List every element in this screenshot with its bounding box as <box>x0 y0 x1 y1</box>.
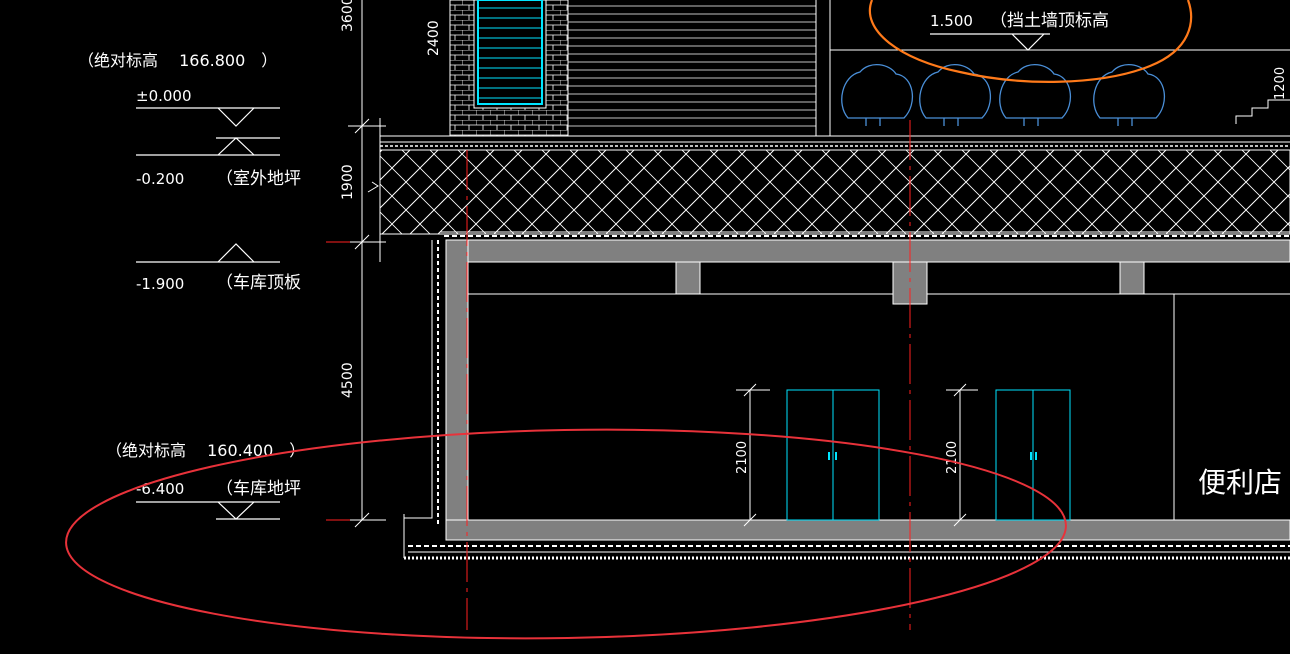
outdoor-level-symbol <box>136 137 280 156</box>
floor-level-value: -6.400 <box>136 480 184 498</box>
zero-level-value: ±0.000 <box>136 87 192 105</box>
upper-building <box>449 0 1290 137</box>
floor-level-symbol <box>136 501 280 520</box>
markup-ellipse-orange <box>868 0 1193 83</box>
retaining-level-value: 1.500 <box>930 12 973 30</box>
dimension-1900: 1900 <box>340 164 356 200</box>
dimension-door-2100-a: 2100 <box>735 441 750 474</box>
dimension-door-2100-b: 2100 <box>945 441 960 474</box>
roof-level-label: （车库顶板 <box>216 273 301 293</box>
absolute-elevation-top: （绝对标高 166.800 ） <box>78 51 277 70</box>
dimension-1200: 1200 <box>1273 67 1288 100</box>
retaining-level-label: （挡土墙顶标高 <box>990 11 1109 31</box>
door-1 <box>786 389 880 521</box>
garage-structure <box>403 231 1290 560</box>
door-2 <box>995 389 1071 521</box>
outdoor-level-value: -0.200 <box>136 170 184 188</box>
steps <box>1235 99 1290 124</box>
markup-ellipse-red <box>65 428 1067 640</box>
axis-lines <box>466 120 911 630</box>
floor-level-label: （车库地坪 <box>216 479 301 499</box>
elevation-annotations-left: （绝对标高 166.800 ） ±0.000 -0.200 （室外地坪 -1.9… <box>78 51 305 520</box>
roof-level-symbol <box>136 243 280 263</box>
window-glazing <box>473 0 547 109</box>
shrub-row <box>841 64 1166 126</box>
soil-hatch <box>379 149 1290 235</box>
roof-level-value: -1.900 <box>136 275 184 293</box>
room-label-convenience-store: 便利店 <box>1198 466 1282 499</box>
dimension-2400: 2400 <box>426 20 442 56</box>
retaining-wall-level: 1.500 （挡土墙顶标高 <box>930 11 1109 51</box>
absolute-elevation-bottom: （绝对标高 160.400 ） <box>106 441 305 460</box>
dimension-4500: 4500 <box>340 362 356 398</box>
outdoor-level-label: （室外地坪 <box>216 169 301 189</box>
zero-level-symbol <box>136 107 280 127</box>
ground-surface <box>367 135 1290 235</box>
dimension-3600: 3600 <box>340 0 356 32</box>
door-dimensions <box>736 383 978 527</box>
vertical-dimension-chain <box>326 0 386 528</box>
